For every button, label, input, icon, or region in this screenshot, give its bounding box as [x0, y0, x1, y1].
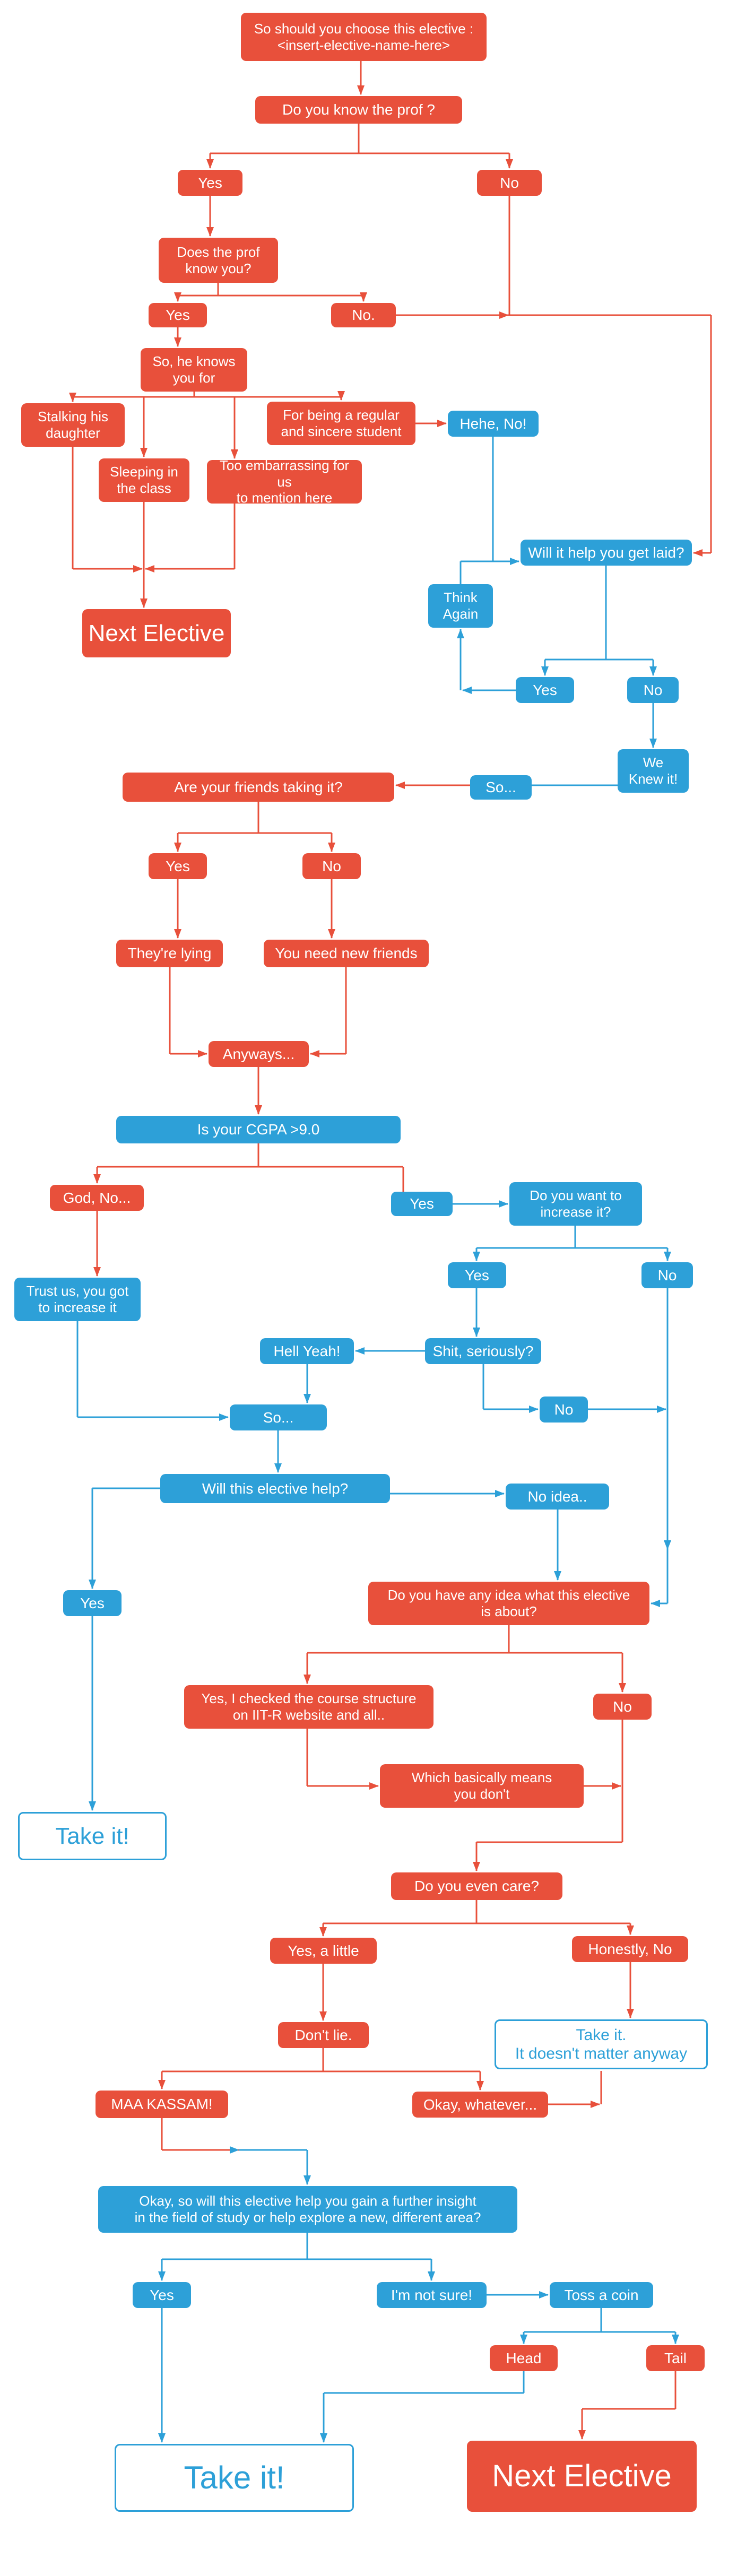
node-idea-no: No [593, 1694, 652, 1720]
node-take-it-doesnt-matter: Take it. It doesn't matter anyway [495, 2019, 708, 2069]
node-so-label-2: So... [230, 1404, 327, 1430]
node-prof-knows-no: No. [331, 303, 396, 327]
node-regular-sincere-student: For being a regular and sincere student [267, 402, 415, 445]
node-friends-no: No [302, 853, 361, 879]
node-we-knew-it: We Knew it! [618, 749, 689, 793]
node-want-increase: Do you want to increase it? [509, 1182, 642, 1226]
node-too-embarrassing: Too embarrassing for us to mention here [207, 457, 362, 506]
node-theyre-lying: They're lying [116, 940, 223, 967]
node-increase-no: No [641, 1262, 693, 1288]
node-does-prof-know-you: Does the prof know you? [159, 238, 278, 283]
node-care-honestly-no: Honestly, No [572, 1936, 688, 1962]
node-cgpa-yes: Yes [391, 1192, 453, 1216]
node-toss-a-coin: Toss a coin [550, 2282, 653, 2308]
node-trust-us-increase: Trust us, you got to increase it [14, 1278, 141, 1321]
node-start: So should you choose this elective : <in… [241, 13, 487, 61]
node-hehe-no: Hehe, No! [448, 411, 539, 437]
node-maa-kassam: MAA KASSAM! [96, 2091, 228, 2118]
node-get-laid-yes: Yes [516, 677, 574, 703]
node-stalking-his-daughter: Stalking his daughter [21, 403, 125, 447]
node-will-it-help-get-laid: Will it help you get laid? [521, 540, 692, 566]
node-know-prof-yes: Yes [178, 170, 242, 196]
node-insight-yes: Yes [133, 2282, 191, 2308]
node-anyways: Anyways... [209, 1041, 309, 1067]
node-okay-whatever: Okay, whatever... [412, 2092, 548, 2118]
node-cgpa-question: Is your CGPA >9.0 [116, 1116, 401, 1143]
node-hell-yeah: Hell Yeah! [260, 1338, 354, 1364]
node-care-yes-little: Yes, a little [270, 1938, 377, 1964]
node-knows-you-for: So, he knows you for [141, 348, 247, 392]
node-help-yes: Yes [63, 1590, 122, 1616]
node-god-no: God, No... [50, 1185, 144, 1211]
node-next-elective-final: Next Elective [467, 2441, 697, 2512]
node-coin-head: Head [490, 2345, 558, 2371]
node-no-idea: No idea.. [506, 1484, 609, 1510]
node-friends-yes: Yes [149, 853, 207, 879]
node-increase-yes: Yes [448, 1262, 506, 1288]
node-friends-taking: Are your friends taking it? [123, 773, 394, 802]
node-get-laid-no: No [627, 677, 679, 703]
node-means-you-dont: Which basically means you don't [380, 1764, 584, 1808]
node-take-it-left: Take it! [18, 1812, 167, 1860]
node-next-elective-top: Next Elective [82, 609, 231, 657]
node-dont-lie: Don't lie. [278, 2022, 369, 2048]
node-think-again: Think Again [428, 584, 493, 628]
node-do-you-know-the-prof: Do you know the prof ? [255, 96, 462, 124]
node-sleeping-in-class: Sleeping in the class [99, 458, 189, 502]
node-will-elective-help: Will this elective help? [160, 1474, 390, 1503]
node-take-it-final: Take it! [115, 2444, 354, 2512]
node-not-sure: I'm not sure! [377, 2282, 487, 2308]
node-shit-seriously: Shit, seriously? [425, 1338, 541, 1364]
node-so-label-1: So... [470, 775, 532, 800]
node-seriously-no: No [540, 1397, 588, 1423]
node-even-care: Do you even care? [391, 1872, 562, 1900]
node-checked-structure: Yes, I checked the course structure on I… [184, 1685, 433, 1729]
node-know-prof-no: No [477, 170, 542, 196]
node-need-new-friends: You need new friends [264, 940, 429, 967]
node-coin-tail: Tail [646, 2345, 705, 2371]
node-insight-question: Okay, so will this elective help you gai… [98, 2186, 517, 2233]
node-idea-about: Do you have any idea what this elective … [368, 1582, 649, 1625]
node-prof-knows-yes: Yes [149, 303, 207, 327]
